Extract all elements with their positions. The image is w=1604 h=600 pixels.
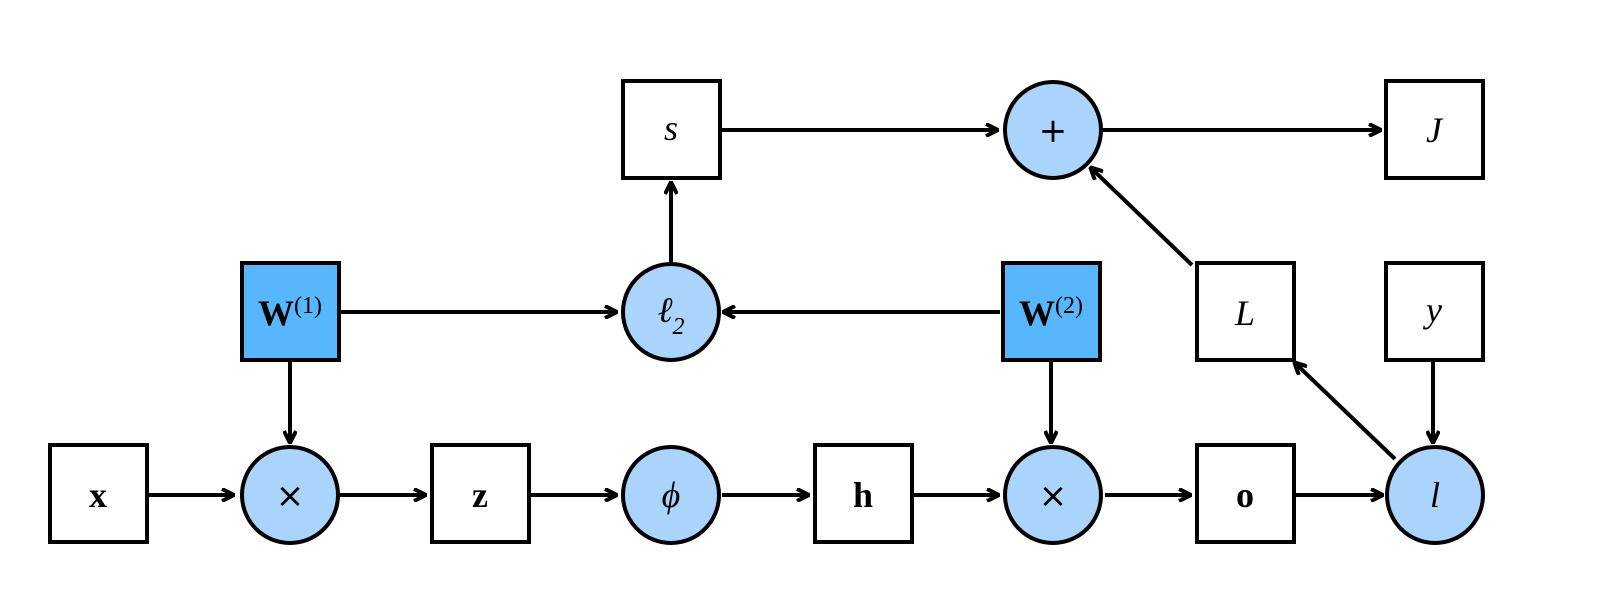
node-plus-label: + [1039, 111, 1068, 151]
node-l-label: l [1430, 475, 1440, 515]
node-x: x [48, 443, 149, 544]
node-s-label: s [664, 108, 678, 148]
edges [147, 130, 1433, 495]
node-z-label: z [472, 475, 488, 515]
svg-text:W(1): W(1) [258, 293, 322, 333]
node-W1-label: W [258, 293, 294, 333]
node-y: y [1384, 261, 1485, 362]
node-h-label: h [853, 475, 873, 515]
svg-text:ℓ2: ℓ2 [658, 290, 685, 340]
node-o-label: o [1236, 475, 1254, 515]
node-J: J [1384, 79, 1485, 180]
node-phi: ϕ [621, 445, 721, 545]
node-W2-superscript: (2) [1055, 293, 1083, 319]
node-z: z [430, 443, 531, 544]
svg-text:W(2): W(2) [1019, 293, 1083, 333]
node-mul2-label: × [1039, 476, 1068, 516]
node-mul2: × [1003, 445, 1103, 545]
node-J-label: J [1426, 110, 1444, 150]
node-W2-label: W [1019, 293, 1055, 333]
node-l: l [1385, 445, 1485, 545]
node-o: o [1195, 443, 1296, 544]
node-l2: ℓ2 [621, 262, 721, 362]
node-h: h [813, 443, 914, 544]
node-mul1: × [240, 445, 340, 545]
node-W2: W(2) [1001, 261, 1102, 362]
node-phi-label: ϕ [662, 475, 681, 515]
node-W1-superscript: (1) [294, 293, 322, 319]
node-W1: W(1) [240, 261, 341, 362]
node-y-label: y [1423, 290, 1442, 330]
node-s: s [621, 79, 722, 180]
node-l2-label: ℓ [658, 290, 673, 330]
node-L-label: L [1234, 293, 1255, 333]
edge-l-L [1295, 363, 1397, 461]
node-plus: + [1003, 80, 1103, 180]
node-x-label: x [89, 475, 107, 515]
node-l2-subscript: 2 [673, 314, 685, 340]
node-mul1-label: × [276, 476, 305, 516]
edge-L-plus [1091, 168, 1194, 267]
node-L: L [1195, 261, 1296, 362]
